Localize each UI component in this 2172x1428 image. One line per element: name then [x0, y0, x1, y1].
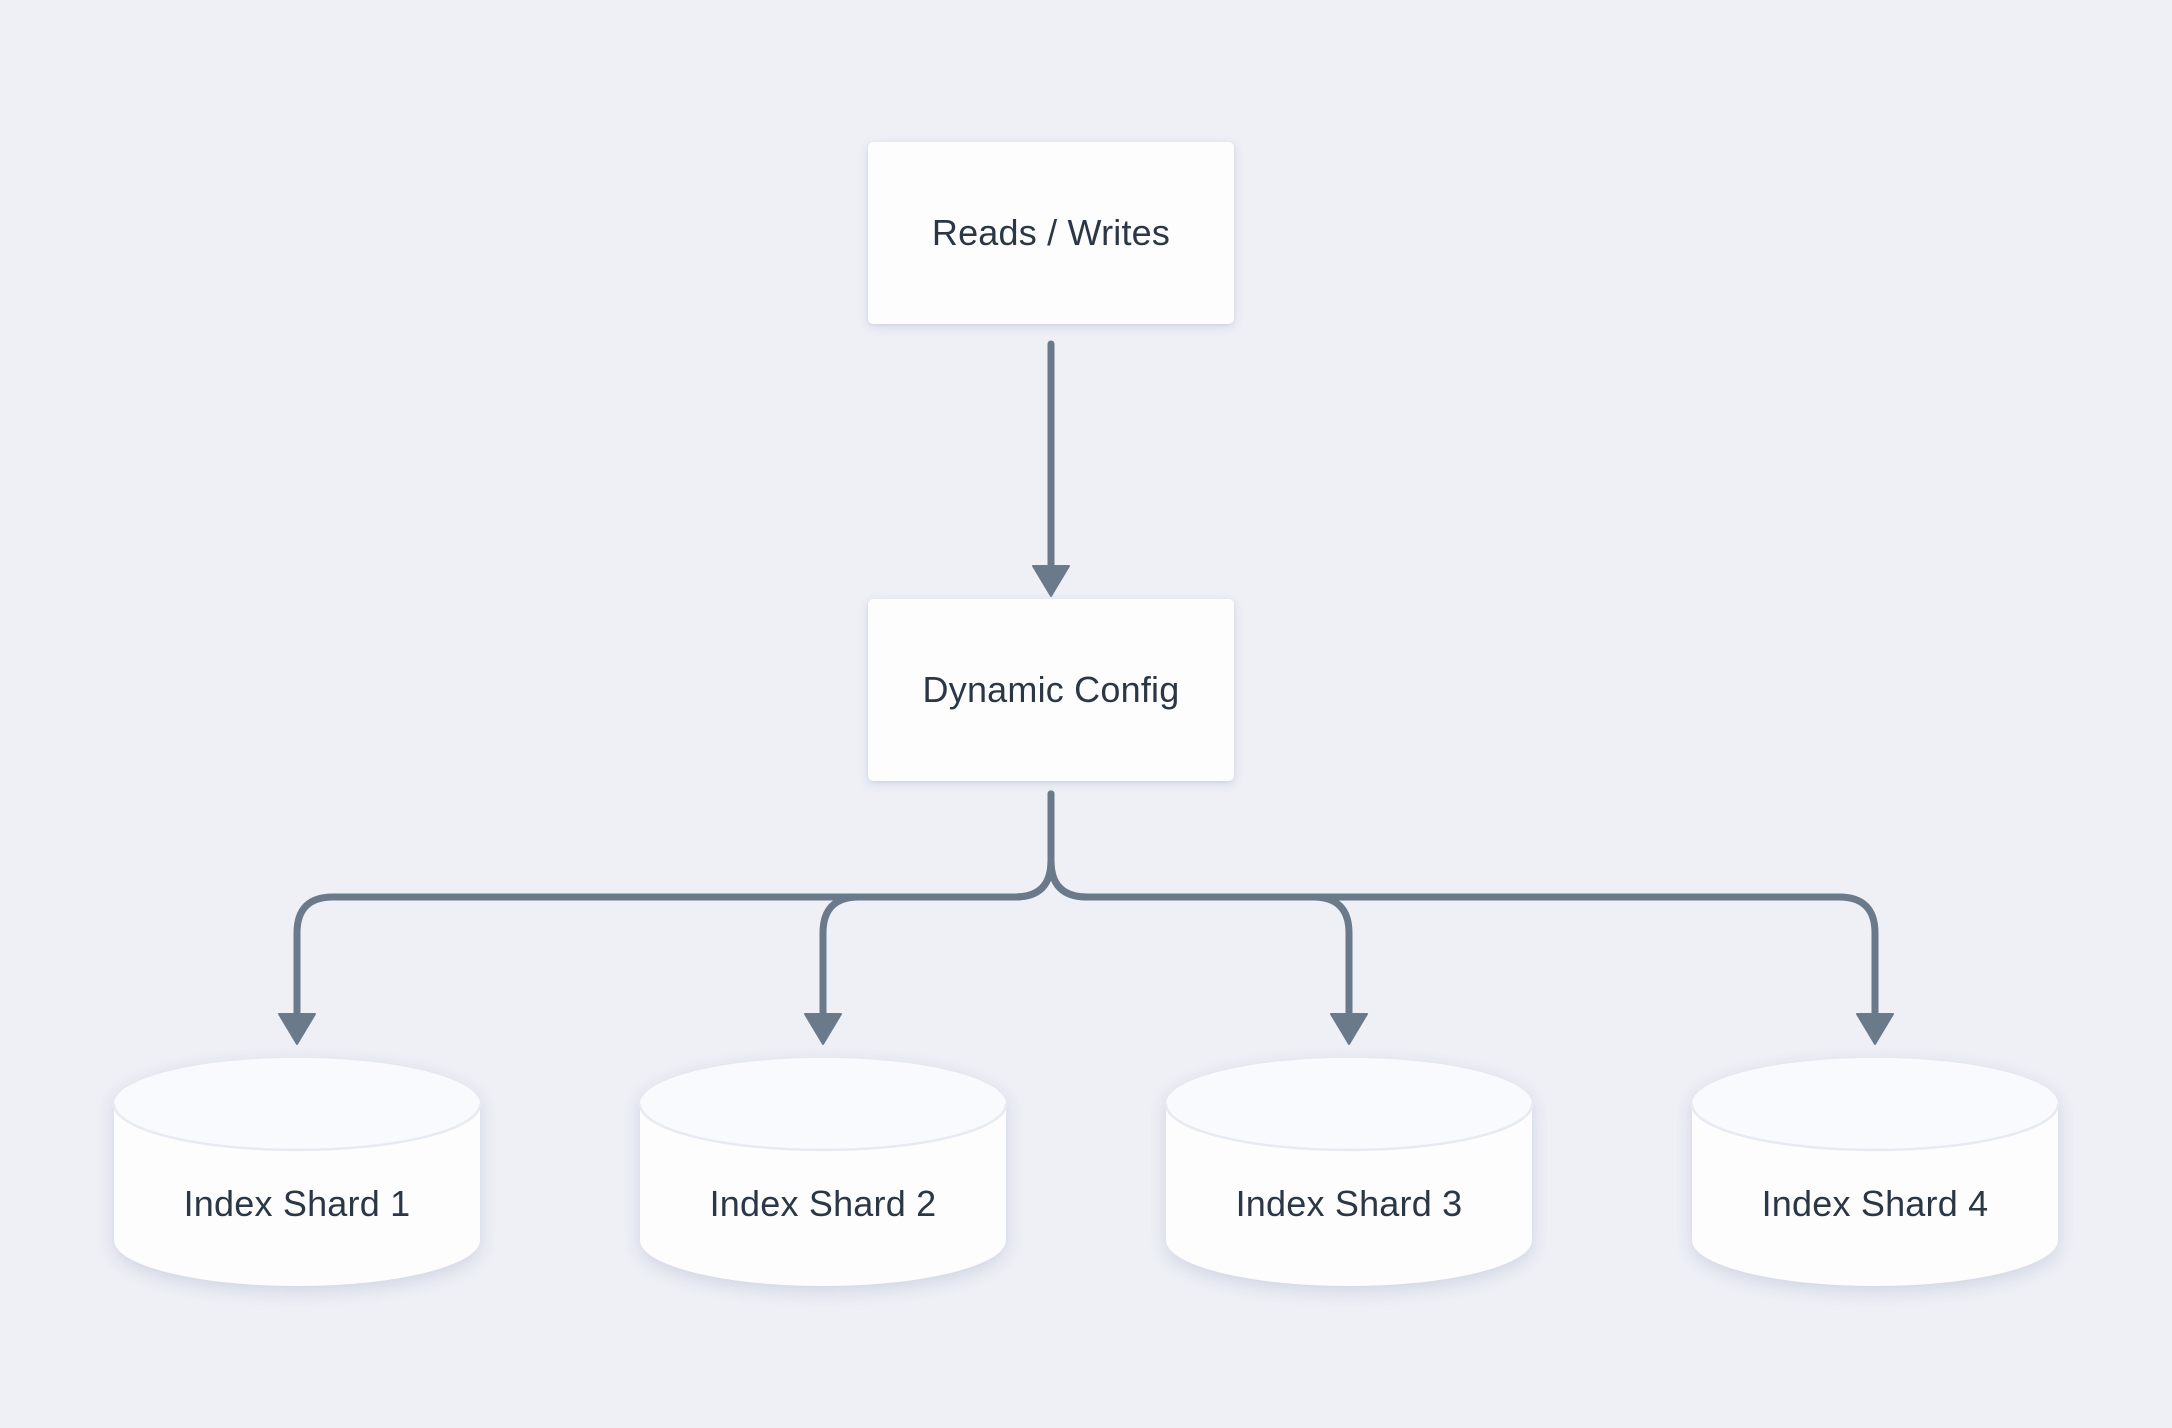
database-cylinder-icon: [638, 1058, 1008, 1286]
database-cylinder-icon: [1164, 1058, 1534, 1286]
node-index-shard-4-label: Index Shard 4: [1761, 1183, 1989, 1224]
edge-dynamic-config-to-index-shard-2: [804, 790, 1055, 1045]
node-index-shard-2: Index Shard 2: [638, 1058, 1008, 1286]
arrowhead-down-icon: [278, 1013, 316, 1045]
node-reads-writes: Reads / Writes: [868, 142, 1234, 324]
edge-dynamic-config-to-index-shard-3: [1047, 790, 1368, 1045]
node-dynamic-config: Dynamic Config: [868, 599, 1234, 781]
node-index-shard-1-label: Index Shard 1: [183, 1183, 411, 1224]
database-cylinder-icon: [112, 1058, 482, 1286]
arrowhead-down-icon: [1032, 565, 1070, 597]
node-index-shard-4: Index Shard 4: [1690, 1058, 2060, 1286]
node-index-shard-3: Index Shard 3: [1164, 1058, 1534, 1286]
edge-dynamic-config-to-index-shard-4: [1047, 790, 1894, 1045]
arrowhead-down-icon: [1330, 1013, 1368, 1045]
node-index-shard-1: Index Shard 1: [112, 1058, 482, 1286]
arrowhead-down-icon: [804, 1013, 842, 1045]
node-index-shard-3-label: Index Shard 3: [1235, 1183, 1463, 1224]
node-reads-writes-label: Reads / Writes: [931, 212, 1171, 253]
database-cylinder-icon: [1690, 1058, 2060, 1286]
node-dynamic-config-label: Dynamic Config: [922, 669, 1180, 710]
arrowhead-down-icon: [1856, 1013, 1894, 1045]
edge-reads-writes-to-dynamic-config: [1032, 340, 1070, 597]
node-index-shard-2-label: Index Shard 2: [709, 1183, 937, 1224]
edge-dynamic-config-to-index-shard-1: [278, 790, 1055, 1045]
